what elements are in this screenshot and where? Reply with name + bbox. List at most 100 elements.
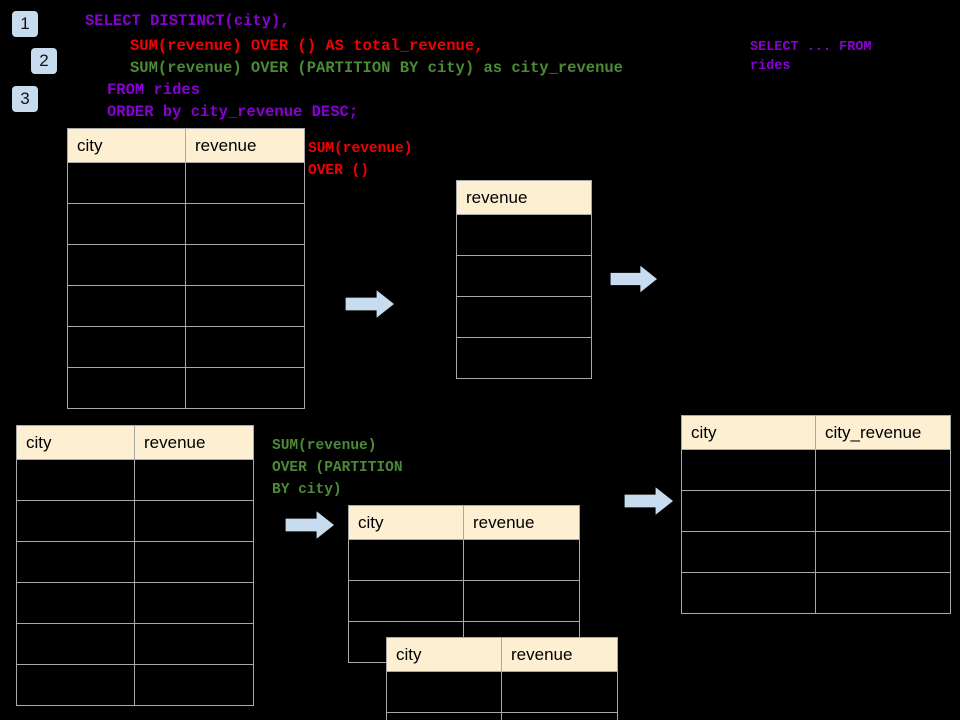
table-row (16, 500, 254, 542)
table-header-row: revenue (456, 180, 592, 215)
table-row (67, 326, 305, 368)
table-row (681, 490, 951, 532)
table-header-row: city city_revenue (681, 415, 951, 450)
annotation-city-revenue-line1: SUM(revenue) (272, 438, 377, 454)
cell-city (348, 539, 464, 581)
sql-side-note-line1: SELECT ... FROM (750, 40, 872, 55)
table-row (456, 337, 592, 379)
cell-revenue (185, 367, 305, 409)
cell-city (681, 490, 816, 532)
column-header-city: city (348, 505, 464, 540)
cell-city (681, 572, 816, 614)
arrow-rides-to-partition (285, 509, 335, 541)
arrow-partition-to-result (624, 485, 674, 517)
table-row (16, 541, 254, 583)
cell-revenue (456, 214, 592, 256)
cell-revenue (456, 296, 592, 338)
cell-revenue (456, 255, 592, 297)
column-header-revenue: revenue (456, 180, 592, 215)
table-row (16, 664, 254, 706)
cell-city (67, 326, 186, 368)
cell-city-revenue (815, 572, 951, 614)
table-header-row: city revenue (16, 425, 254, 460)
cell-city (681, 449, 816, 491)
cell-city (67, 203, 186, 245)
cell-revenue (501, 712, 618, 720)
column-header-city-revenue: city_revenue (815, 415, 951, 450)
cell-revenue (185, 326, 305, 368)
annotation-city-revenue-line2: OVER (PARTITION (272, 460, 403, 476)
table-row (456, 255, 592, 297)
sql-line-total-revenue: SUM(revenue) OVER () AS total_revenue, (130, 37, 484, 55)
table-row (67, 285, 305, 327)
column-header-city: city (16, 425, 135, 460)
table-row (67, 162, 305, 204)
total-revenue-table: revenue (456, 180, 592, 379)
cell-revenue (501, 671, 618, 713)
cell-revenue (463, 539, 580, 581)
column-header-revenue: revenue (463, 505, 580, 540)
sql-line-city-revenue: SUM(revenue) OVER (PARTITION BY city) as… (130, 59, 623, 77)
annotation-city-revenue-line3: BY city) (272, 482, 342, 498)
step-badge-3: 3 (12, 86, 38, 112)
step-badge-1: 1 (12, 11, 38, 37)
cell-city (67, 162, 186, 204)
column-header-city: city (386, 637, 502, 672)
column-header-revenue: revenue (185, 128, 305, 163)
cell-revenue (185, 203, 305, 245)
cell-city-revenue (815, 490, 951, 532)
cell-city (16, 541, 135, 583)
column-header-city: city (67, 128, 186, 163)
cell-city (16, 459, 135, 501)
final-result-table: city city_revenue (681, 415, 951, 614)
column-header-city: city (681, 415, 816, 450)
cell-revenue (134, 459, 254, 501)
cell-city (16, 500, 135, 542)
sql-line-select-distinct: SELECT DISTINCT(city), (85, 12, 290, 30)
table-header-row: city revenue (348, 505, 580, 540)
cell-city (16, 582, 135, 624)
sql-side-note-line2: rides (750, 59, 791, 74)
arrow-rides-to-total-revenue (345, 288, 395, 320)
table-row (16, 623, 254, 665)
table-row (16, 582, 254, 624)
cell-city-revenue (815, 531, 951, 573)
column-header-revenue: revenue (134, 425, 254, 460)
table-row (67, 244, 305, 286)
cell-revenue (185, 285, 305, 327)
cell-revenue (185, 162, 305, 204)
cell-city (681, 531, 816, 573)
table-header-row: city revenue (67, 128, 305, 163)
cell-city (67, 285, 186, 327)
cell-revenue (134, 582, 254, 624)
table-row (386, 712, 618, 720)
sql-line-from-rides: FROM rides (107, 81, 201, 99)
cell-city (386, 712, 502, 720)
cell-revenue (456, 337, 592, 379)
table-row (67, 203, 305, 245)
cell-revenue (134, 500, 254, 542)
sql-line-order-by: ORDER by city_revenue DESC; (107, 103, 359, 121)
table-row (386, 671, 618, 713)
table-row (681, 449, 951, 491)
partition-table-front: city revenue (386, 637, 618, 720)
cell-city-revenue (815, 449, 951, 491)
cell-revenue (134, 664, 254, 706)
cell-revenue (134, 541, 254, 583)
cell-city (67, 367, 186, 409)
column-header-revenue: revenue (501, 637, 618, 672)
annotation-total-revenue-line2: OVER () (308, 163, 369, 179)
step-badge-2: 2 (31, 48, 57, 74)
table-row (456, 296, 592, 338)
cell-city (67, 244, 186, 286)
table-row (348, 539, 580, 581)
arrow-total-revenue-to-result (610, 263, 658, 295)
table-row (456, 214, 592, 256)
table-header-row: city revenue (386, 637, 618, 672)
annotation-total-revenue-line1: SUM(revenue) (308, 141, 413, 157)
table-row (348, 580, 580, 622)
cell-city (386, 671, 502, 713)
cell-revenue (185, 244, 305, 286)
cell-city (16, 623, 135, 665)
